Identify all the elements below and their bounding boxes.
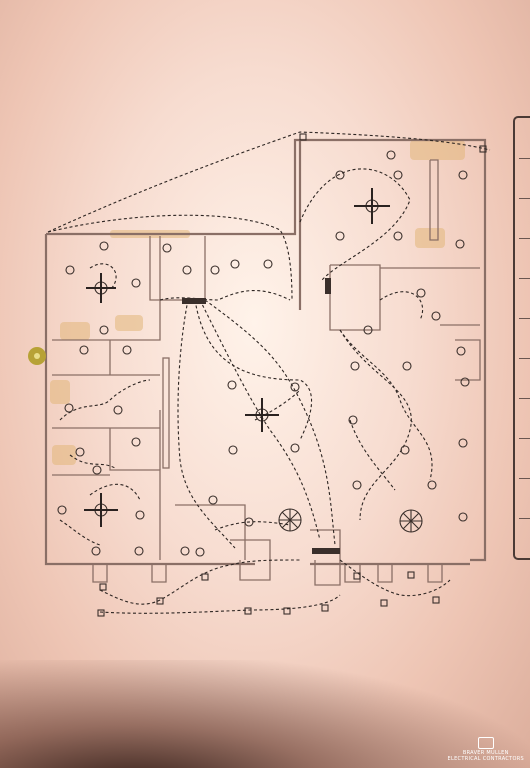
legend-line xyxy=(519,358,530,359)
ceiling-fan-icon xyxy=(84,493,118,527)
legend-line xyxy=(519,518,530,519)
exhaust-fan-icon xyxy=(278,508,302,532)
ceiling-fan-icon xyxy=(86,273,116,303)
electrical-panel-icon xyxy=(182,278,340,554)
ceiling-fan-icon xyxy=(245,398,279,432)
outlet-icons xyxy=(97,133,487,617)
watermark: BRAVER MULLEN ELECTRICAL CONTRACTORS xyxy=(448,737,524,762)
legend-line xyxy=(519,318,530,319)
legend-line xyxy=(519,198,530,199)
hand-shadow xyxy=(0,660,530,768)
legend-sheet-edge xyxy=(513,116,530,560)
legend-line xyxy=(519,478,530,479)
legend-line xyxy=(519,238,530,239)
house-logo-icon xyxy=(477,737,494,749)
wiring-runs xyxy=(47,131,491,614)
legend-line xyxy=(519,398,530,399)
ceiling-fan-icon xyxy=(354,188,390,224)
legend-line xyxy=(519,278,530,279)
light-fixture-icons xyxy=(57,150,470,557)
watermark-line1: BRAVER MULLEN xyxy=(462,750,509,756)
meter-marker xyxy=(28,347,46,365)
watermark-line2: ELECTRICAL CONTRACTORS xyxy=(447,756,524,762)
legend-line xyxy=(519,158,530,159)
legend-line xyxy=(519,438,530,439)
exhaust-fan-icon xyxy=(399,509,423,533)
walls xyxy=(44,138,487,586)
